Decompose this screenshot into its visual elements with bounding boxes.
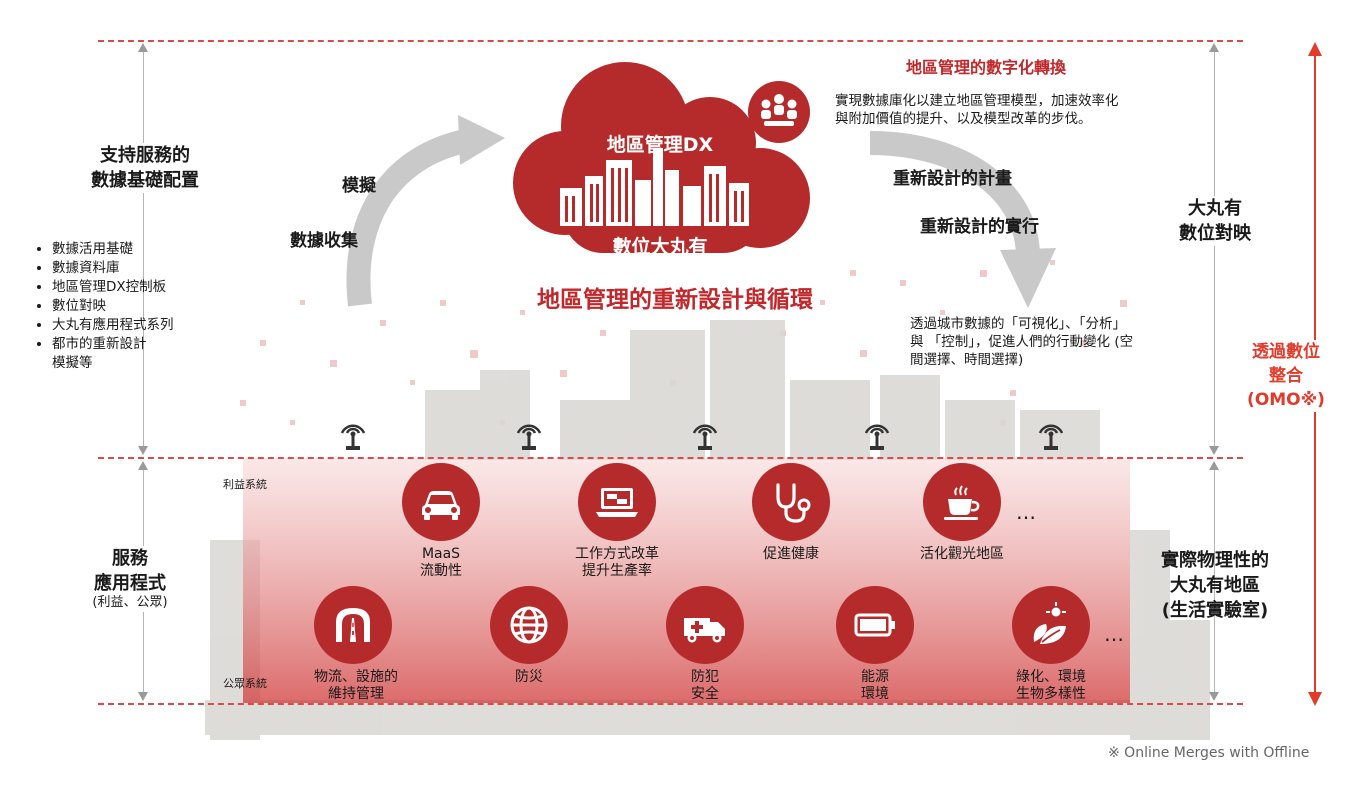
- right-upper-span-arrow: [1209, 43, 1219, 455]
- redesign-exec-label: 重新設計的實行: [920, 217, 1039, 237]
- digital-mapping-label: 大丸有 數位對映: [1155, 196, 1275, 246]
- list-item: 都市的重新設計 模擬等: [52, 335, 174, 373]
- cycle-arrow-right: [869, 131, 1056, 308]
- cloud-subtitle: 數位大丸有: [612, 236, 708, 258]
- dashed-divider-top: [98, 40, 1243, 42]
- profit-ellipsis: …: [1016, 500, 1036, 524]
- omo-label: 透過數位 整合 (OMO※): [1233, 340, 1339, 412]
- visualization-desc: 透過城市數據的「可視化」、「分析」 與 「控制」，促進人們的行動變化 (空 間選…: [910, 316, 1134, 368]
- dx-transformation-desc: 實現數據庫化以建立地區管理模型，加速效率化 與附加價值的提升、以及模型改革的步伐…: [835, 93, 1119, 127]
- cycle-arrow-left: [346, 115, 505, 307]
- public-system-label: 公眾系統: [223, 677, 267, 690]
- list-item: 數位對映: [52, 297, 174, 316]
- cloud-graphic: [513, 62, 810, 253]
- support-services-title: 支持服務的 數據基礎配置: [60, 143, 230, 193]
- greening-biodiversity-label: 綠化、環境 生物多樣性: [1016, 669, 1086, 702]
- right-lower-span-arrow: [1209, 461, 1219, 701]
- simulate-label: 模擬: [342, 176, 376, 196]
- maas-mobility-label: MaaS 流動性: [420, 546, 462, 579]
- public-ellipsis: …: [1104, 622, 1124, 646]
- antenna-icon: [1038, 424, 1064, 450]
- ambulance-icon: [666, 586, 744, 664]
- stethoscope-icon: [752, 463, 830, 541]
- data-infrastructure-list: 數據活用基礎 數據資料庫 地區管理DX控制板 數位對映 大丸有應用程式系列 都市…: [30, 240, 174, 373]
- physical-area-label: 實際物理性的 大丸有地區 (生活實驗室): [1161, 550, 1269, 621]
- globe-icon: [490, 586, 568, 664]
- people-meeting-icon: [748, 81, 810, 143]
- list-item: 數據資料庫: [52, 259, 174, 278]
- laptop-icon: [578, 463, 656, 541]
- left-upper-span-arrow: [138, 43, 148, 455]
- data-collect-label: 數據收集: [290, 231, 358, 251]
- antenna-icon: [516, 424, 542, 450]
- list-item: 大丸有應用程式系列: [52, 316, 174, 335]
- health-label: 促進健康: [763, 546, 819, 562]
- list-item: 地區管理DX控制板: [52, 278, 174, 297]
- main-cycle-title: 地區管理的重新設計與循環: [537, 287, 813, 313]
- cloud-title: 地區管理DX: [606, 134, 714, 156]
- dx-transformation-title: 地區管理的數字化轉換: [905, 58, 1066, 77]
- dashed-divider-middle: [98, 457, 1243, 459]
- dashed-divider-bottom: [98, 703, 1243, 705]
- redesign-plan-label: 重新設計的計畫: [893, 169, 1012, 189]
- service-apps-subtitle: (利益、公眾): [70, 594, 190, 612]
- battery-icon: [836, 586, 914, 664]
- antenna-icon: [692, 424, 718, 450]
- work-style-label: 工作方式改革 提升生產率: [575, 546, 659, 579]
- service-apps-title: 服務 應用程式: [70, 546, 190, 596]
- leaf-sun-icon: [1012, 586, 1090, 664]
- footnote: ※ Online Merges with Offline: [1108, 745, 1310, 761]
- disaster-prevention-label: 防災: [515, 669, 543, 685]
- antenna-icon: [340, 424, 366, 450]
- logistics-facility-label: 物流、設施的 維持管理: [314, 669, 398, 702]
- energy-environment-label: 能源 環境: [861, 669, 889, 702]
- tunnel-road-icon: [314, 586, 392, 664]
- crime-prevention-label: 防犯 安全: [691, 669, 719, 702]
- list-item: 數據活用基礎: [52, 240, 174, 259]
- profit-system-label: 利益系統: [223, 478, 267, 491]
- tourism-label: 活化觀光地區: [920, 546, 1004, 562]
- car-icon: [402, 463, 480, 541]
- coffee-cup-icon: [923, 463, 1001, 541]
- antenna-icon: [864, 424, 890, 450]
